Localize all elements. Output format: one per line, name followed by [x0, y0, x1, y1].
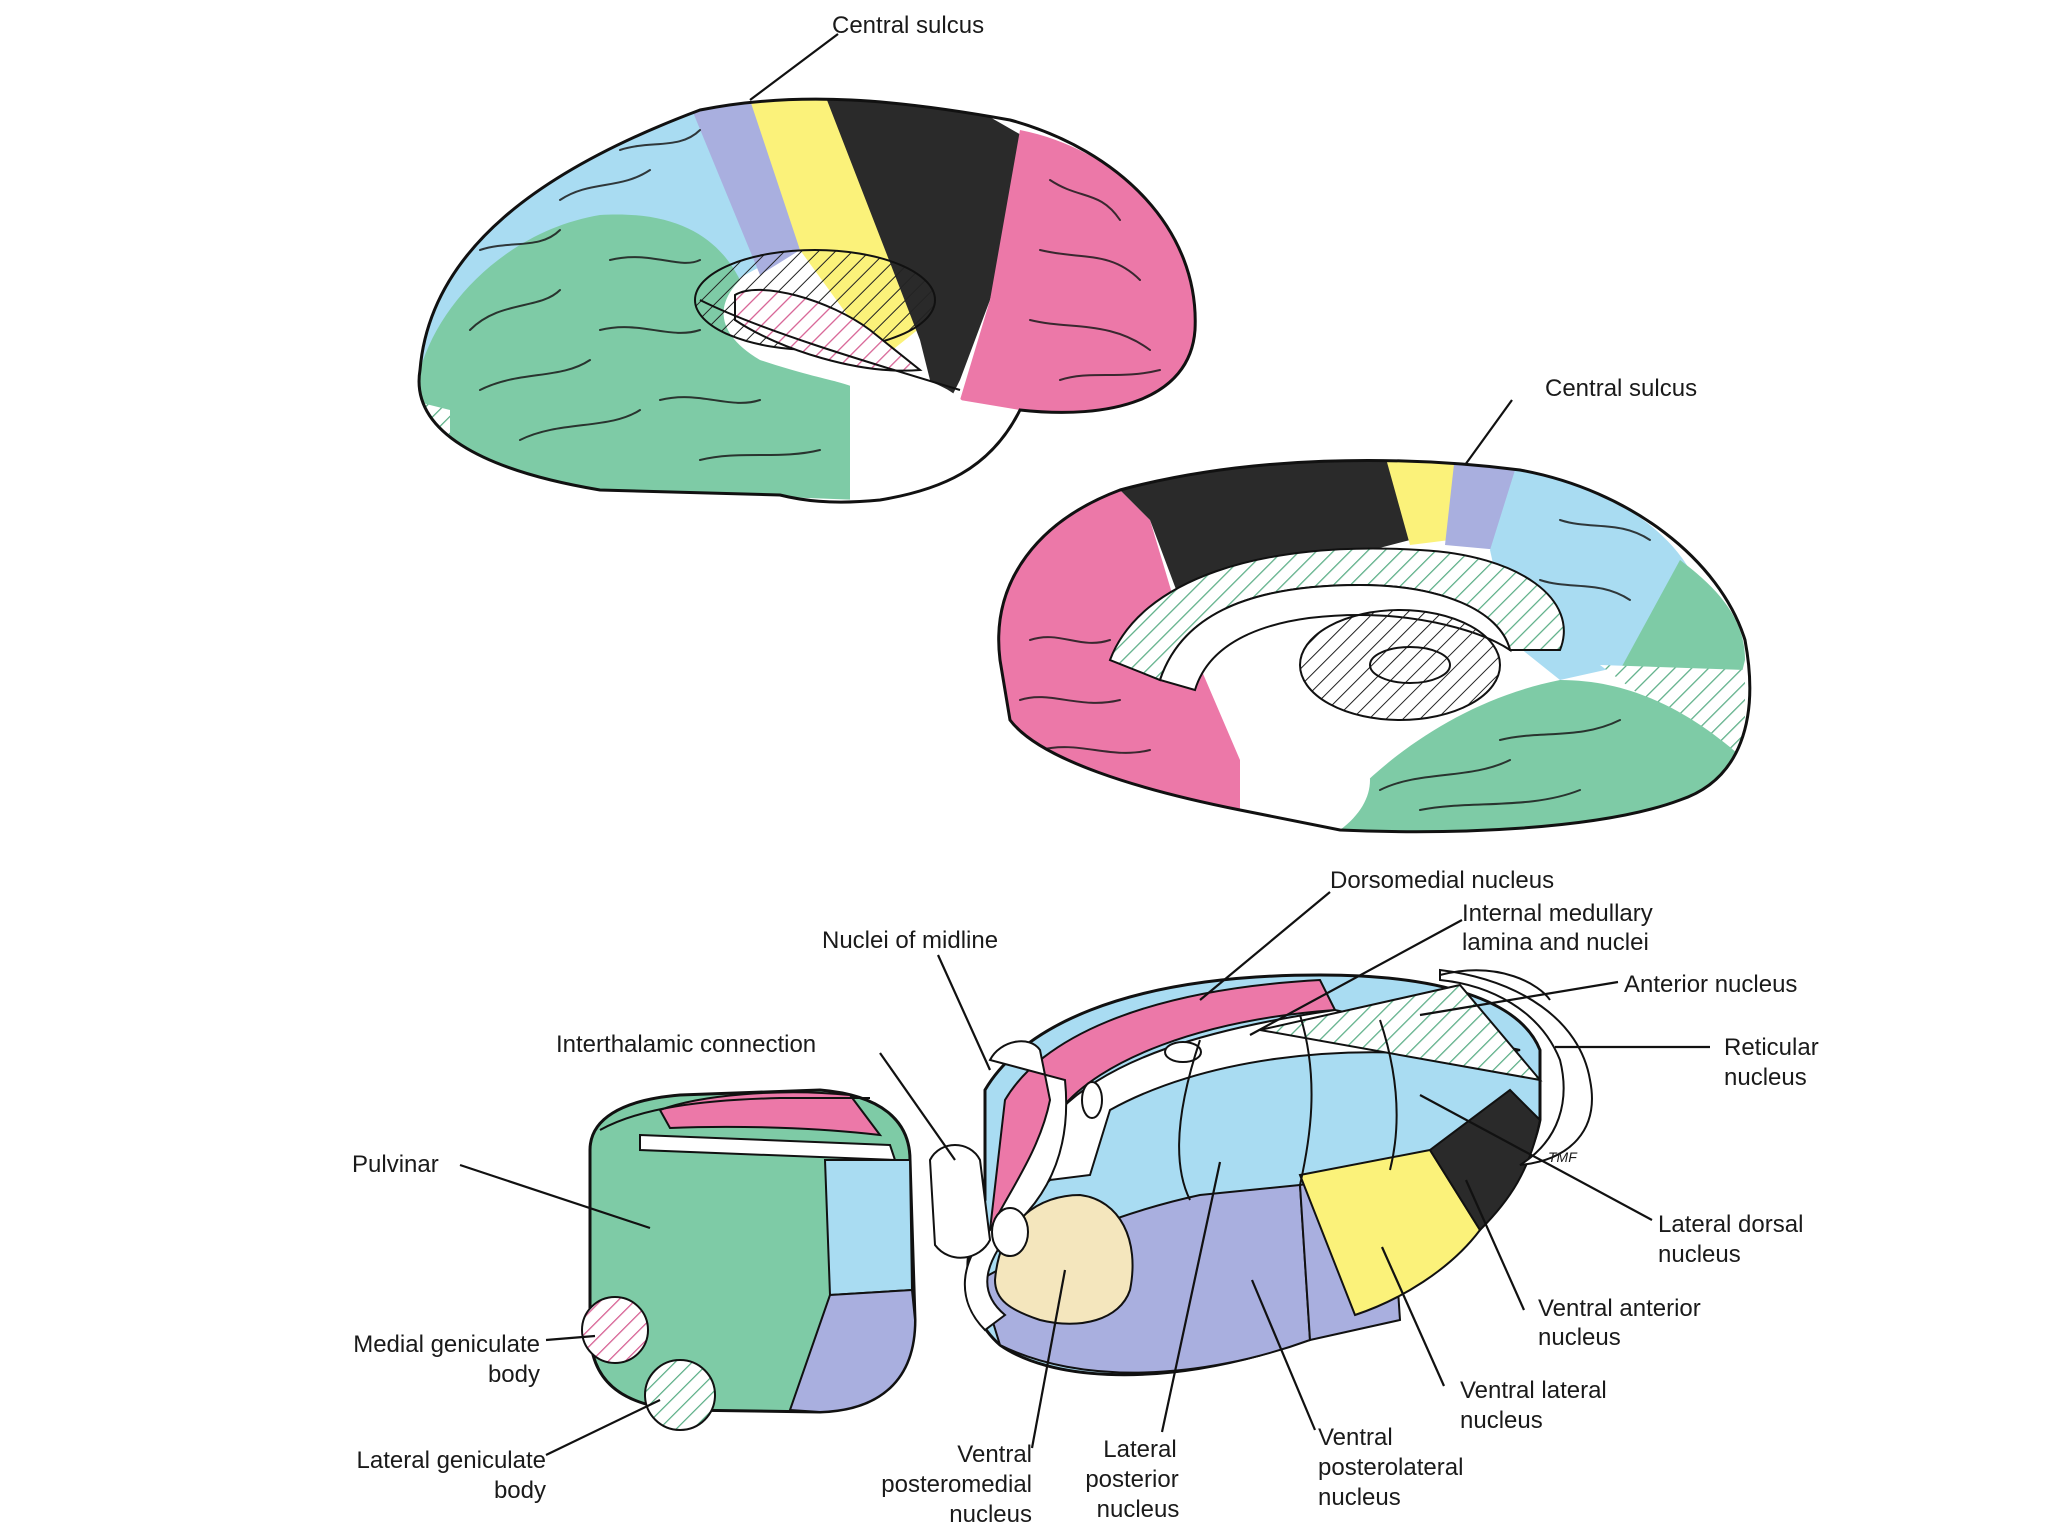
pulvinar-lavender	[788, 1288, 917, 1414]
label-dorsomedial-nucleus: Dorsomedial nucleus	[1330, 867, 1554, 894]
label-vpm-3: nucleus	[949, 1501, 1032, 1528]
interthalamic-connection	[928, 1144, 992, 1259]
pulvinar-lightblue	[823, 1159, 914, 1297]
lateral-white-region	[850, 370, 972, 500]
label-internal-medullary-2: lamina and nuclei	[1462, 929, 1649, 956]
label-lateral-dorsal-1: Lateral dorsal	[1658, 1211, 1803, 1238]
label-vpl-2: posterolateral	[1318, 1454, 1463, 1481]
label-reticular-nucleus-2: nucleus	[1724, 1064, 1807, 1091]
label-vpl-3: nucleus	[1318, 1484, 1401, 1511]
label-ventral-lateral-1: Ventral lateral	[1460, 1377, 1607, 1404]
label-lp-3: nucleus	[1097, 1496, 1180, 1523]
medial-green-temporal	[1330, 680, 1745, 832]
lateral-black-strip	[825, 99, 1030, 420]
label-ventral-anterior-1: Ventral anterior	[1538, 1295, 1701, 1322]
leader-lines	[459, 33, 1710, 1456]
thalamus-main: TMF	[928, 968, 1593, 1377]
lateral-green-region	[419, 214, 860, 500]
labels: Central sulcus Central sulcus Dorsomedia…	[352, 12, 1819, 1528]
label-internal-medullary-1: Internal medullary	[1462, 900, 1653, 927]
artist-signature: TMF	[1548, 1149, 1578, 1165]
label-vpm-1: Ventral	[957, 1441, 1032, 1468]
label-anterior-nucleus: Anterior nucleus	[1624, 971, 1797, 998]
label-pulvinar: Pulvinar	[352, 1151, 439, 1178]
pulvinar-block	[581, 1088, 917, 1431]
medial-black-strip	[1120, 460, 1410, 600]
label-medial-geniculate-1: Medial geniculate	[353, 1331, 540, 1358]
label-medial-geniculate-2: body	[488, 1361, 540, 1388]
medial-geniculate-body	[581, 1296, 649, 1364]
lateral-brain	[417, 97, 1197, 504]
medial-green-occipital	[1620, 560, 1745, 680]
label-vpl-1: Ventral	[1318, 1424, 1393, 1451]
medial-brain	[997, 458, 1752, 834]
label-central-sulcus-lateral: Central sulcus	[832, 12, 984, 39]
ventral-posteromedial-region	[993, 1193, 1134, 1325]
medial-yellow-strip	[1385, 460, 1460, 545]
label-lateral-dorsal-2: nucleus	[1658, 1241, 1741, 1268]
label-nuclei-of-midline: Nuclei of midline	[822, 927, 998, 954]
reticular-nucleus	[1439, 968, 1593, 1166]
label-interthalamic-connection: Interthalamic connection	[556, 1031, 816, 1058]
pulvinar-pink-cap	[658, 1091, 883, 1137]
label-lp-2: posterior	[1085, 1466, 1178, 1493]
lateral-geniculate-body	[644, 1359, 716, 1431]
label-vpm-2: posteromedial	[881, 1471, 1032, 1498]
label-ventral-lateral-2: nucleus	[1460, 1407, 1543, 1434]
label-central-sulcus-medial: Central sulcus	[1545, 375, 1697, 402]
label-lateral-geniculate-2: body	[494, 1477, 546, 1504]
medial-thalamus-oval	[1299, 609, 1501, 721]
lateral-postcentral-strip	[690, 99, 800, 275]
anterior-nucleus-region	[1259, 983, 1543, 1082]
label-reticular-nucleus-1: Reticular	[1724, 1034, 1819, 1061]
label-lp-1: Lateral	[1103, 1436, 1176, 1463]
label-lateral-geniculate-1: Lateral geniculate	[357, 1447, 546, 1474]
label-ventral-anterior-2: nucleus	[1538, 1324, 1621, 1351]
